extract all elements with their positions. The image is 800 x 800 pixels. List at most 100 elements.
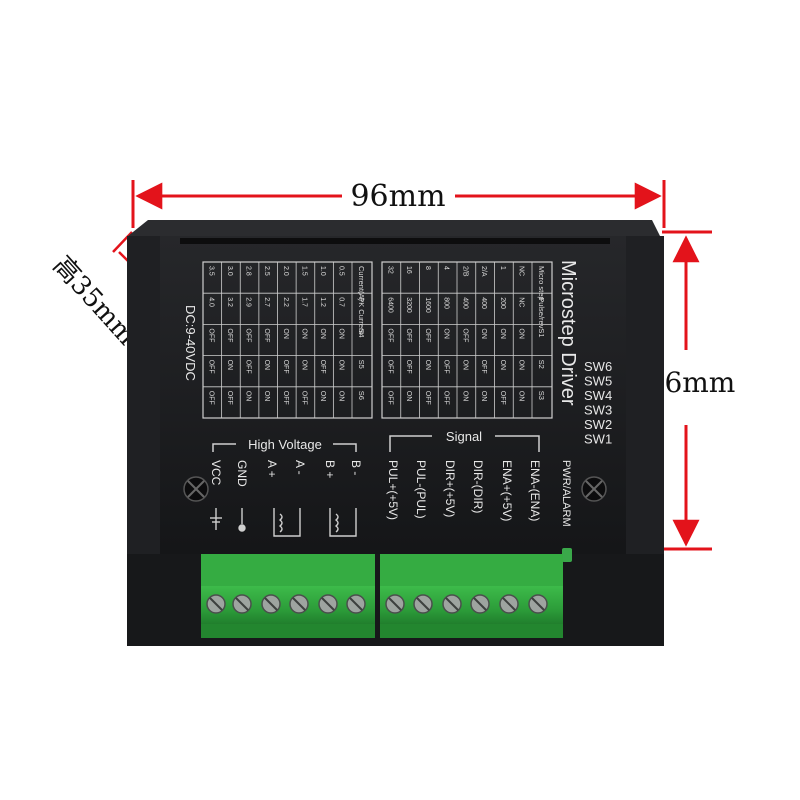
- table-cell: OFF: [480, 360, 487, 374]
- terminal-screw[interactable]: [442, 594, 462, 614]
- table-cell: 1.7: [300, 297, 307, 307]
- coil-b-symbol: [329, 508, 357, 537]
- table-cell: 8: [424, 266, 431, 270]
- terminal-label-hv: B -: [349, 460, 363, 475]
- high-voltage-group: High Voltage: [212, 437, 357, 452]
- terminal-screw[interactable]: [499, 594, 519, 614]
- width-label: 96mm: [350, 179, 445, 214]
- terminal-label-signal: ENA-(ENA): [528, 460, 542, 521]
- terminal-screw[interactable]: [470, 594, 490, 614]
- table-header-cell: S5: [357, 360, 366, 369]
- product-title: Microstep Driver: [557, 260, 579, 406]
- table-cell: ON: [263, 391, 270, 402]
- table-cell: OFF: [207, 391, 214, 405]
- terminal-screw[interactable]: [528, 594, 548, 614]
- table-cell: 2.0: [282, 266, 289, 276]
- terminal-label-hv: A +: [265, 460, 279, 478]
- table-header-cell: Micro step: [537, 266, 546, 301]
- switch-label: SW2: [584, 417, 612, 432]
- mounting-screw-right: [581, 476, 607, 502]
- stepper-driver: DC:9-40VDC Microstep Driver PWR/ALARM Cu…: [127, 220, 664, 646]
- table-cell: OFF: [319, 360, 326, 374]
- table-cell: 0.5: [338, 266, 345, 276]
- table-cell: OFF: [207, 328, 214, 342]
- table-header-cell: S1: [537, 328, 546, 337]
- table-header-cell: S4: [357, 328, 366, 337]
- terminal-label-signal: PUL-(PUL): [414, 460, 428, 519]
- table-cell: OFF: [245, 360, 252, 374]
- table-header-cell: S3: [537, 391, 546, 400]
- table-cell: OFF: [282, 391, 289, 405]
- terminal-screw[interactable]: [318, 594, 338, 614]
- table-cell: ON: [319, 391, 326, 402]
- table-cell: ON: [245, 391, 252, 402]
- table-header-cell: PK Current: [357, 297, 366, 335]
- table-cell: OFF: [386, 328, 393, 342]
- switch-label: SW4: [584, 388, 612, 403]
- table-cell: 2.2: [282, 297, 289, 307]
- table-cell: ON: [338, 360, 345, 371]
- terminal-screw[interactable]: [385, 594, 405, 614]
- table-cell: NC: [518, 266, 525, 276]
- table-cell: ON: [338, 328, 345, 339]
- pwr-alarm-label: PWR/ALARM: [560, 460, 572, 527]
- table-cell: ON: [300, 328, 307, 339]
- table-header-cell: Pulse/rev: [537, 297, 546, 329]
- table-cell: ON: [518, 328, 525, 339]
- terminal-block-high-voltage: [201, 554, 375, 638]
- table-cell: 400: [480, 297, 487, 309]
- table-cell: NC: [518, 297, 525, 307]
- switch-label: SW6: [584, 359, 612, 374]
- coil-a-symbol: [273, 508, 301, 537]
- signal-group: Signal: [389, 429, 540, 452]
- table-cell: 3.0: [226, 266, 233, 276]
- table-header-cell: S6: [357, 391, 366, 400]
- table-cell: 1600: [424, 297, 431, 313]
- table-cell: ON: [461, 391, 468, 402]
- table-cell: ON: [518, 360, 525, 371]
- terminal-screw[interactable]: [413, 594, 433, 614]
- terminal-label-signal: DIR+(+5V): [443, 460, 457, 517]
- ground-symbol: [238, 508, 246, 532]
- case-right-flange: [624, 236, 664, 554]
- terminal-label-signal: DIR-(DIR): [471, 460, 485, 513]
- table-cell: 200: [499, 297, 506, 309]
- terminal-screw[interactable]: [261, 594, 281, 614]
- table-cell: OFF: [424, 328, 431, 342]
- table-cell: 1.5: [300, 266, 307, 276]
- table-cell: 2/B: [461, 266, 468, 277]
- table-cell: OFF: [386, 391, 393, 405]
- table-cell: ON: [461, 360, 468, 371]
- table-cell: ON: [518, 391, 525, 402]
- terminal-screw[interactable]: [232, 594, 252, 614]
- table-cell: 1.0: [319, 266, 326, 276]
- terminal-label-hv: VCC: [209, 460, 223, 486]
- table-cell: ON: [499, 360, 506, 371]
- terminal-screws: [206, 594, 548, 614]
- power-symbol: [210, 508, 222, 530]
- table-cell: OFF: [405, 328, 412, 342]
- table-cell: ON: [499, 328, 506, 339]
- table-cell: OFF: [300, 391, 307, 405]
- table-cell: 3.5: [207, 266, 214, 276]
- terminal-label-hv: B +: [323, 460, 337, 478]
- table-cell: 800: [443, 297, 450, 309]
- terminal-screw[interactable]: [346, 594, 366, 614]
- table-cell: ON: [338, 391, 345, 402]
- terminal-screw[interactable]: [206, 594, 226, 614]
- table-cell: ON: [263, 360, 270, 371]
- table-cell: 3.2: [226, 297, 233, 307]
- table-cell: ON: [405, 391, 412, 402]
- terminal-label-hv: GND: [235, 460, 249, 487]
- table-cell: 2.5: [263, 266, 270, 276]
- table-header-cell: Current(A): [357, 266, 366, 302]
- table-cell: 16: [405, 266, 412, 274]
- table-cell: OFF: [386, 360, 393, 374]
- table-cell: OFF: [443, 360, 450, 374]
- terminal-screw[interactable]: [289, 594, 309, 614]
- table-cell: 4: [443, 266, 450, 270]
- table-cell: OFF: [226, 328, 233, 342]
- table-cell: OFF: [443, 391, 450, 405]
